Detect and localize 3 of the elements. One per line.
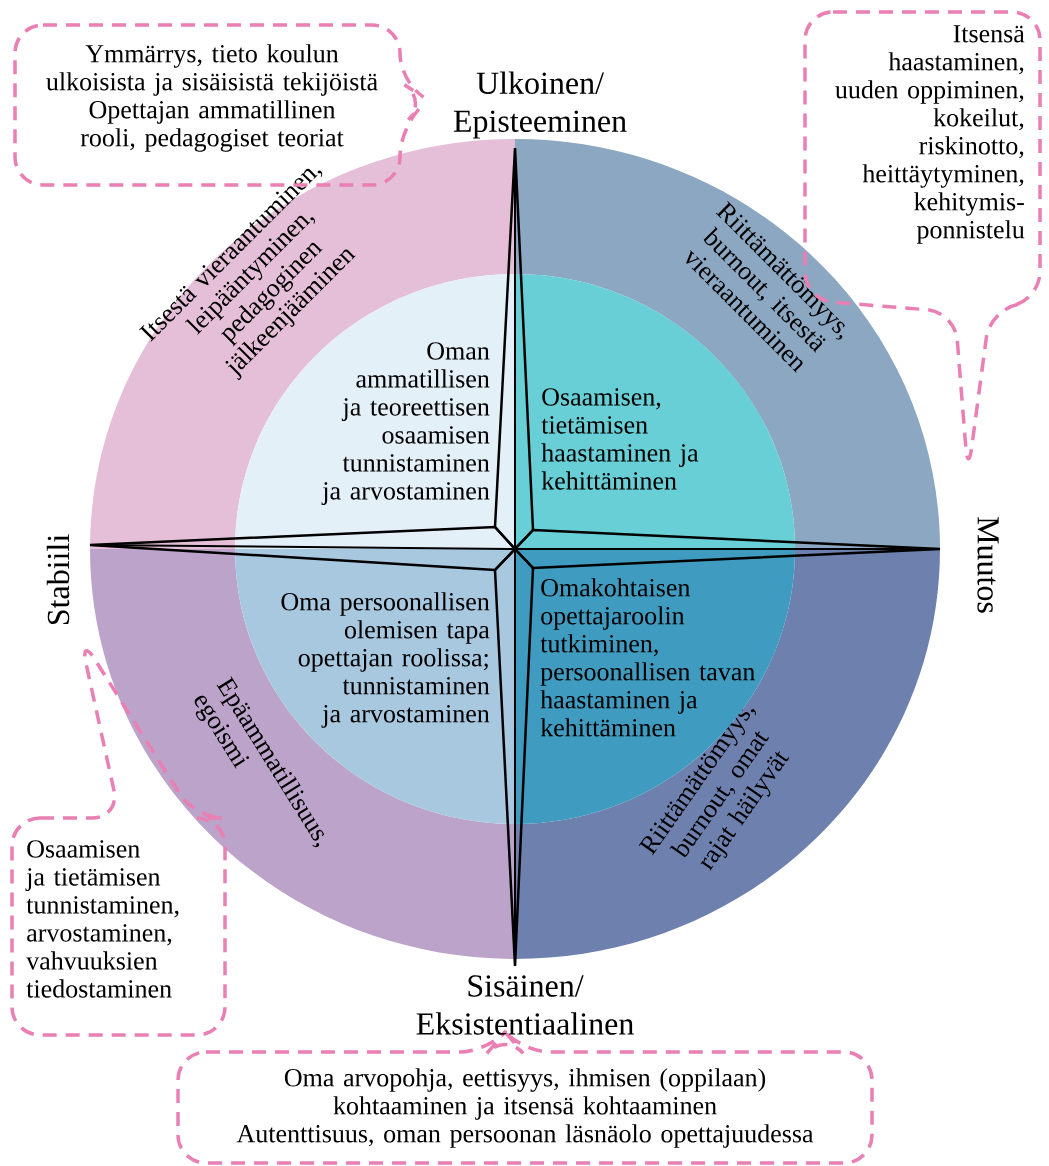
- axis-label: Muutos: [977, 517, 999, 613]
- axis-label: Stabiili: [46, 534, 70, 625]
- axis-label: Ulkoinen/ Episteeminen: [453, 71, 627, 139]
